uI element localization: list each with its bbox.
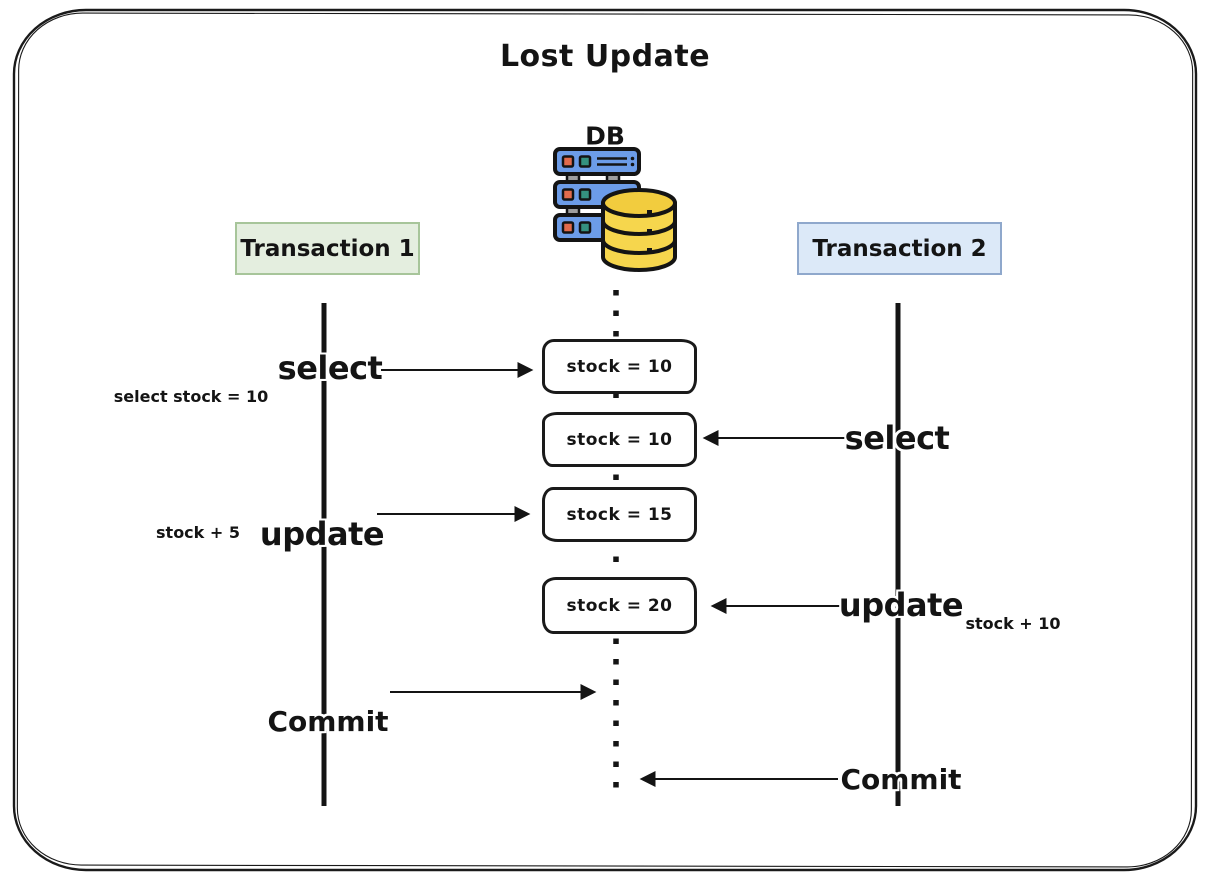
transaction2-header-label: Transaction 2 [812, 235, 987, 262]
t2-update-label: update [838, 586, 964, 624]
db-label: DB [585, 121, 625, 151]
frame-inner-line [16, 12, 1194, 868]
t2-select-label: select [844, 419, 950, 457]
db-state-box-2: stock = 10 [542, 412, 697, 467]
db-state-box-3: stock = 15 [542, 487, 697, 542]
t2-commit-label: Commit [840, 763, 962, 796]
db-state-4-label: stock = 20 [566, 595, 673, 616]
db-state-1-label: stock = 10 [566, 356, 673, 377]
t1-update-note: stock + 5 [156, 523, 240, 542]
t1-update-label: update [259, 515, 385, 553]
t1-select-note: select stock = 10 [113, 387, 269, 406]
db-state-2-label: stock = 10 [566, 429, 673, 450]
transaction2-header: Transaction 2 [797, 222, 1002, 275]
diagram-title: Lost Update [499, 39, 711, 74]
t1-commit-label: Commit [267, 705, 389, 738]
transaction1-header-label: Transaction 1 [240, 235, 415, 262]
t1-select-label: select [277, 349, 383, 387]
db-state-box-1: stock = 10 [542, 339, 697, 394]
frame-outer-line [12, 8, 1198, 872]
transaction1-header: Transaction 1 [235, 222, 420, 275]
database-server-icon [553, 147, 677, 272]
db-state-box-4: stock = 20 [542, 577, 697, 634]
db-state-3-label: stock = 15 [566, 504, 673, 525]
t2-update-note: stock + 10 [965, 614, 1061, 633]
database-cylinder [601, 188, 677, 272]
